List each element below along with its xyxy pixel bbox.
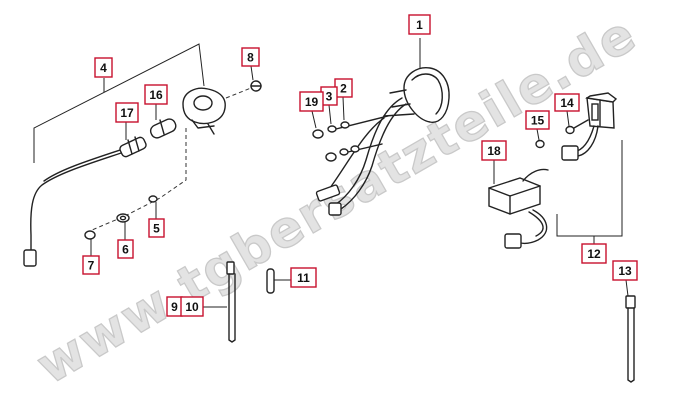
svg-text:12: 12: [587, 247, 601, 261]
connector-left: [23, 249, 37, 267]
callout-8[interactable]: 8: [241, 47, 260, 67]
svg-text:17: 17: [120, 106, 134, 120]
callout-19[interactable]: 19: [299, 91, 324, 112]
callout-4[interactable]: 4: [94, 57, 113, 78]
svg-text:2: 2: [340, 82, 347, 96]
svg-text:7: 7: [88, 259, 95, 273]
callout-7[interactable]: 7: [82, 255, 100, 275]
svg-text:15: 15: [531, 114, 545, 128]
svg-text:11: 11: [297, 271, 310, 285]
nut-15: [535, 139, 545, 149]
watermark: www.tgbersatzteile.de: [26, 4, 647, 396]
svg-text:19: 19: [305, 95, 319, 109]
screw-14: [565, 119, 589, 135]
cable-tie-10: [226, 261, 236, 343]
svg-text:5: 5: [153, 222, 160, 236]
svg-text:3: 3: [326, 90, 333, 104]
connector-center-b: [328, 202, 342, 216]
blinker-housing: [182, 87, 226, 135]
screw-19: [312, 129, 337, 162]
cable-assembly: [30, 149, 131, 253]
svg-text:9: 9: [171, 300, 178, 314]
callout-5[interactable]: 5: [148, 218, 165, 238]
nut-6: [116, 213, 130, 223]
svg-text:10: 10: [185, 300, 199, 314]
svg-text:18: 18: [487, 144, 501, 158]
callout-12[interactable]: 12: [581, 243, 607, 264]
module-wire-bottom: [515, 209, 548, 245]
svg-text:13: 13: [618, 264, 632, 278]
module-18: [488, 177, 541, 215]
pin-11: [266, 268, 275, 294]
callout-18[interactable]: 18: [481, 140, 507, 161]
grommet-17: [119, 136, 147, 158]
connector-center-a: [315, 184, 341, 202]
licence-light-12: [585, 92, 618, 129]
washer-2: [340, 121, 360, 153]
svg-text:8: 8: [247, 51, 254, 65]
callout-6[interactable]: 6: [117, 239, 134, 259]
callout-17[interactable]: 17: [115, 102, 139, 123]
screw-8: [250, 80, 262, 92]
svg-text:4: 4: [100, 61, 107, 75]
svg-text:6: 6: [122, 243, 129, 257]
cable-tie-13: [625, 295, 636, 383]
callout-1[interactable]: 1: [408, 14, 431, 35]
svg-text:14: 14: [560, 96, 574, 110]
callout-13[interactable]: 13: [612, 260, 638, 281]
watermark-text: www.tgbersatzteile.de: [27, 4, 646, 395]
connector-right: [561, 145, 579, 161]
callout-10[interactable]: 10: [180, 296, 204, 317]
callout-15[interactable]: 15: [525, 110, 550, 130]
callout-16[interactable]: 16: [144, 84, 168, 105]
rear-light-harness: [334, 97, 403, 206]
nut-7: [84, 230, 96, 240]
washer-5: [148, 195, 158, 203]
rear-light-1: [383, 67, 450, 123]
module-wire-top: [522, 168, 549, 182]
bracket-12: [556, 140, 623, 237]
bulb-socket-16: [149, 118, 177, 139]
svg-text:16: 16: [149, 88, 163, 102]
connector-module: [504, 233, 522, 249]
callout-9[interactable]: 9: [166, 296, 183, 317]
callout-14[interactable]: 14: [554, 93, 580, 112]
svg-text:1: 1: [416, 18, 423, 32]
callout-11[interactable]: 11: [290, 267, 317, 288]
bracket-4: [33, 43, 205, 163]
